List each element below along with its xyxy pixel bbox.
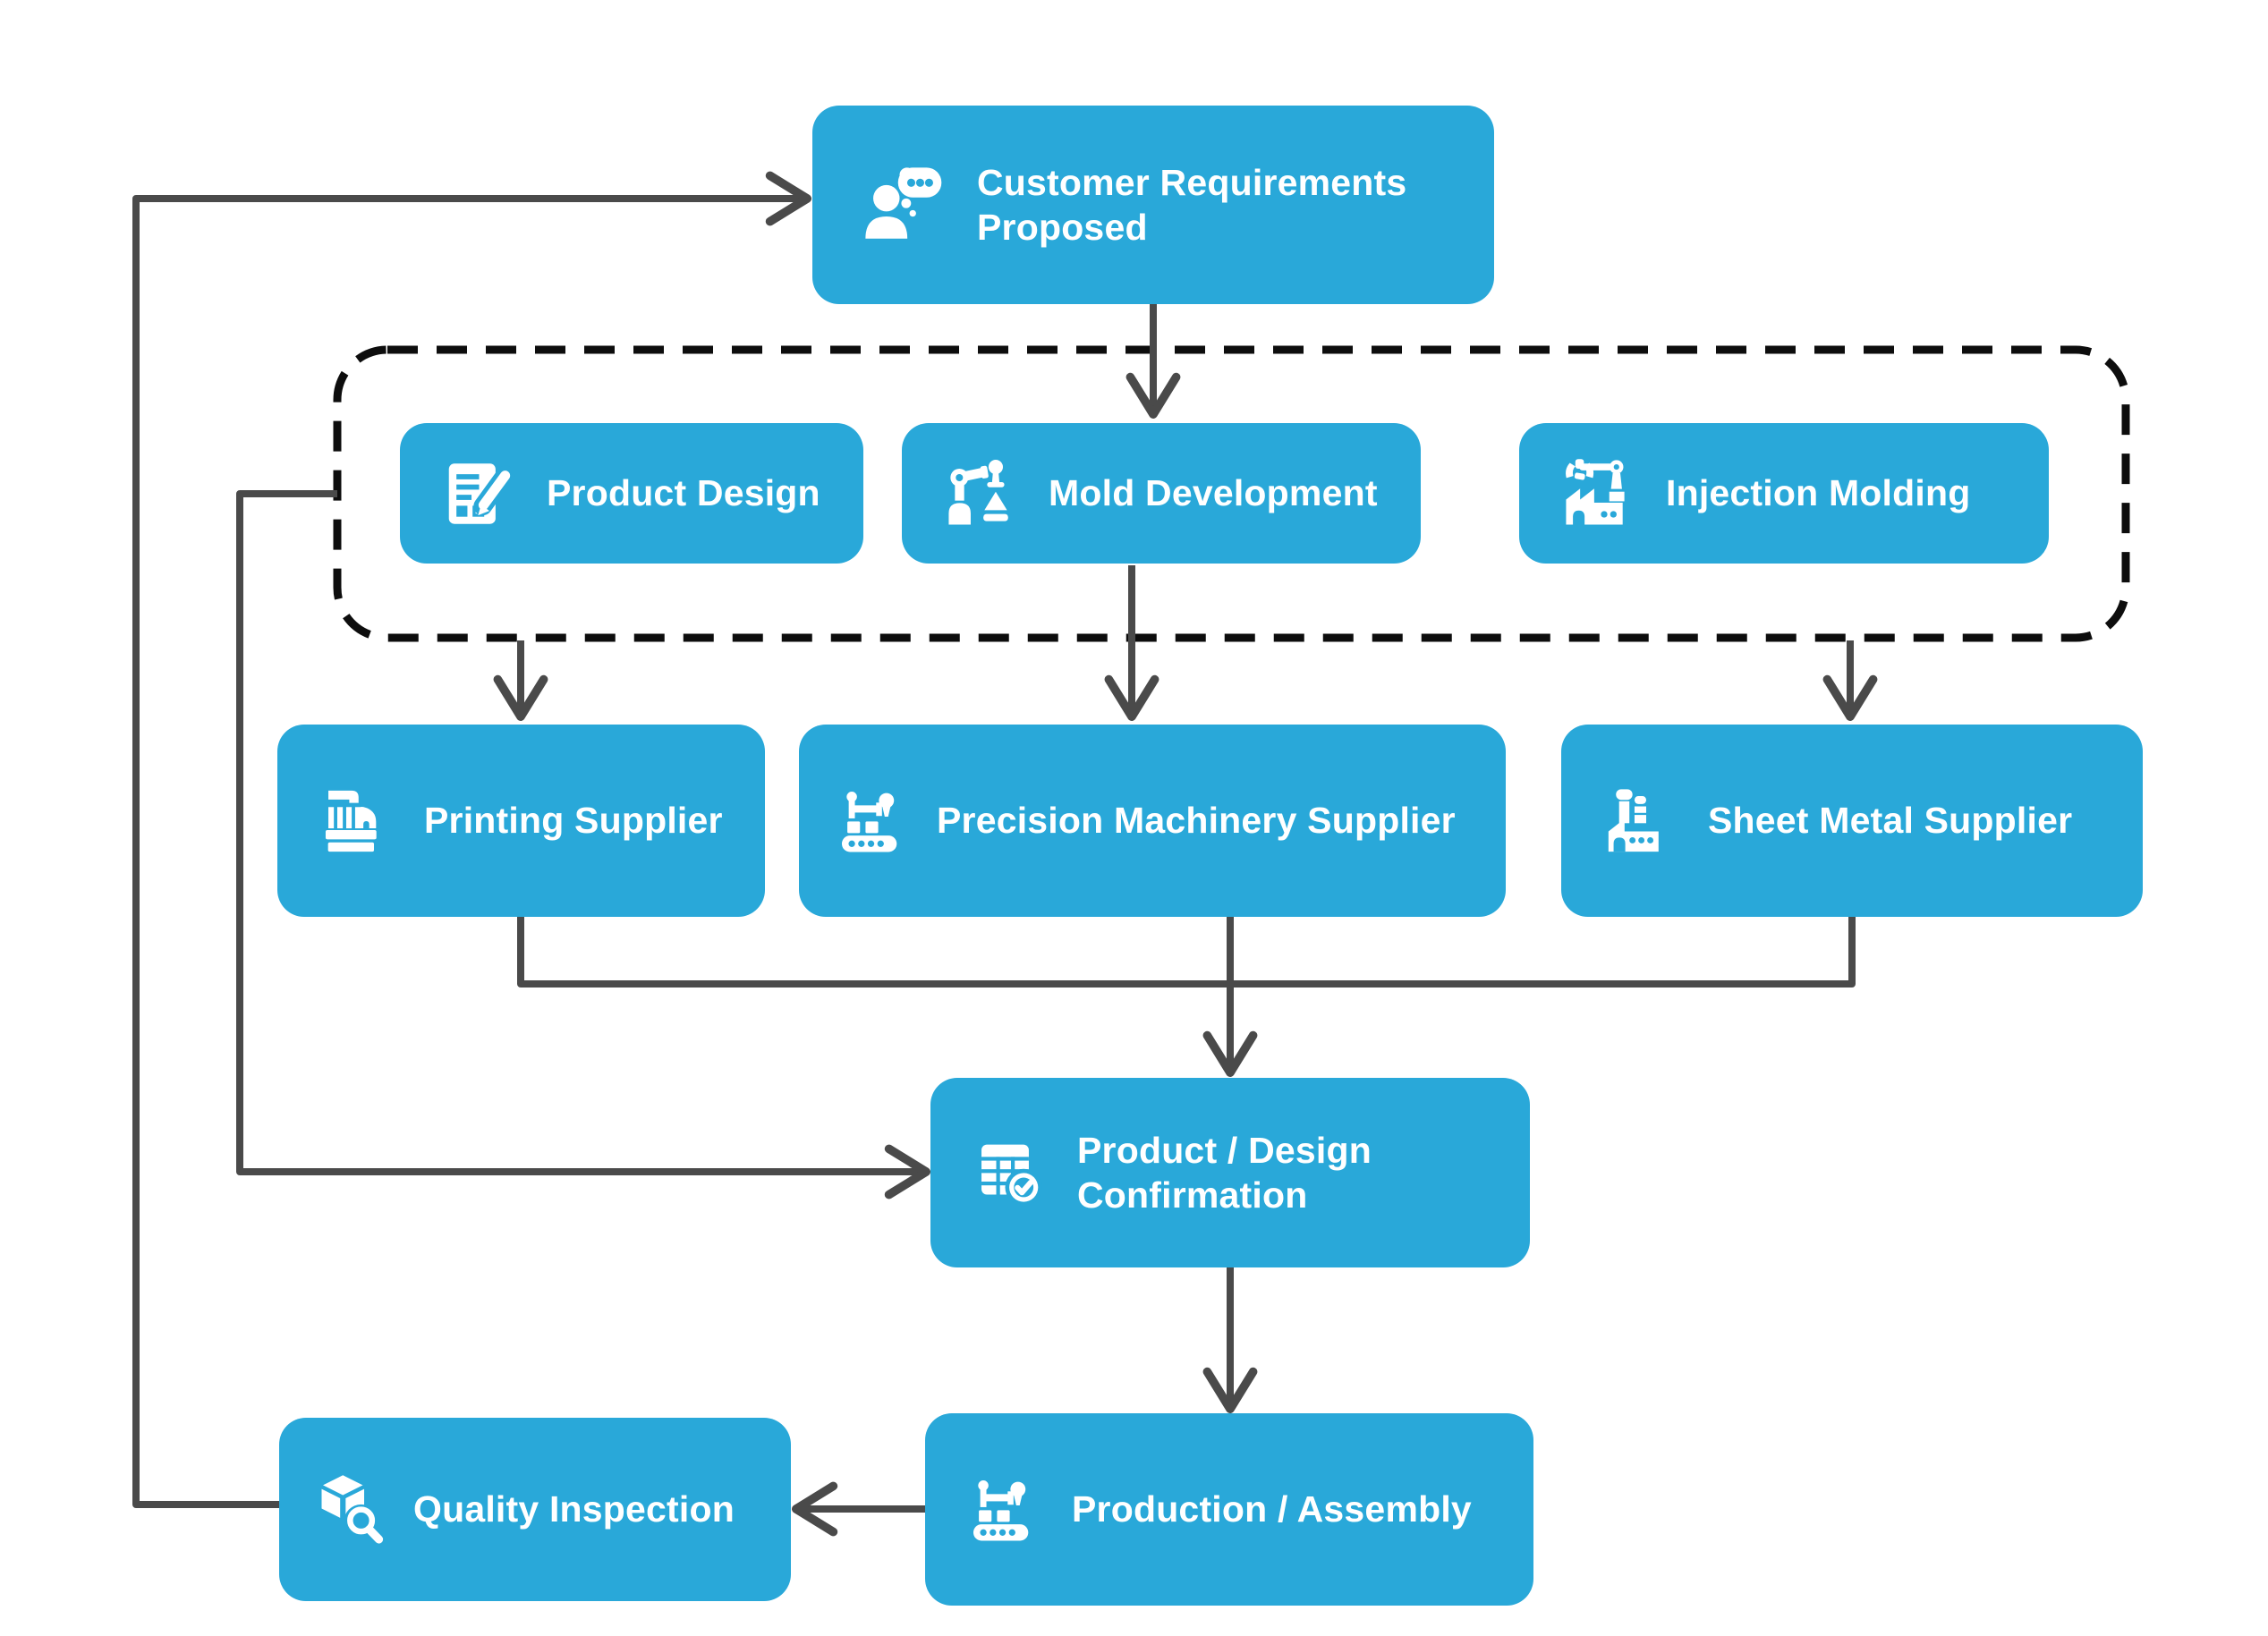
node-label: Customer Requirements Proposed	[977, 161, 1407, 248]
edge-group-to-confirmation	[236, 490, 930, 1199]
printing-press-icon	[317, 780, 399, 862]
node-label: Sheet Metal Supplier	[1708, 800, 2073, 842]
node-production-assembly: Production / Assembly	[925, 1413, 1533, 1606]
node-sheet-metal-supplier: Sheet Metal Supplier	[1561, 725, 2143, 917]
node-mold-development: Mold Development	[902, 423, 1421, 564]
factory-robot-icon	[1559, 453, 1641, 535]
node-precision-machinery-supplier: Precision Machinery Supplier	[799, 725, 1506, 917]
node-label: Mold Development	[1049, 472, 1378, 514]
conveyor-machine-icon	[833, 780, 915, 862]
factory-icon	[1601, 780, 1683, 862]
node-label: Product Design	[547, 472, 820, 514]
node-product-design: Product Design	[400, 423, 863, 564]
node-customer-requirements: Customer Requirements Proposed	[812, 106, 1494, 304]
node-label: Product / Design Confirmation	[1077, 1129, 1372, 1216]
document-pencil-icon	[439, 453, 522, 535]
node-label: Quality Inspection	[413, 1488, 735, 1530]
node-label: Precision Machinery Supplier	[937, 800, 1456, 842]
conveyor-machine-icon	[964, 1469, 1047, 1551]
node-label: Production / Assembly	[1072, 1488, 1472, 1530]
person-chat-icon	[859, 158, 952, 251]
node-injection-molding: Injection Molding	[1519, 423, 2049, 564]
node-label: Printing Supplier	[424, 800, 723, 842]
node-printing-supplier: Printing Supplier	[277, 725, 765, 917]
node-label: Injection Molding	[1666, 472, 1971, 514]
edge-suppliers-merge	[517, 917, 1856, 988]
node-quality-inspection: Quality Inspection	[279, 1418, 791, 1601]
node-product-design-confirmation: Product / Design Confirmation	[930, 1078, 1530, 1267]
edge-quality-to-customer	[132, 171, 811, 1508]
box-magnifier-icon	[311, 1469, 394, 1551]
robotic-arm-icon	[941, 453, 1024, 535]
spreadsheet-check-icon	[970, 1132, 1052, 1214]
